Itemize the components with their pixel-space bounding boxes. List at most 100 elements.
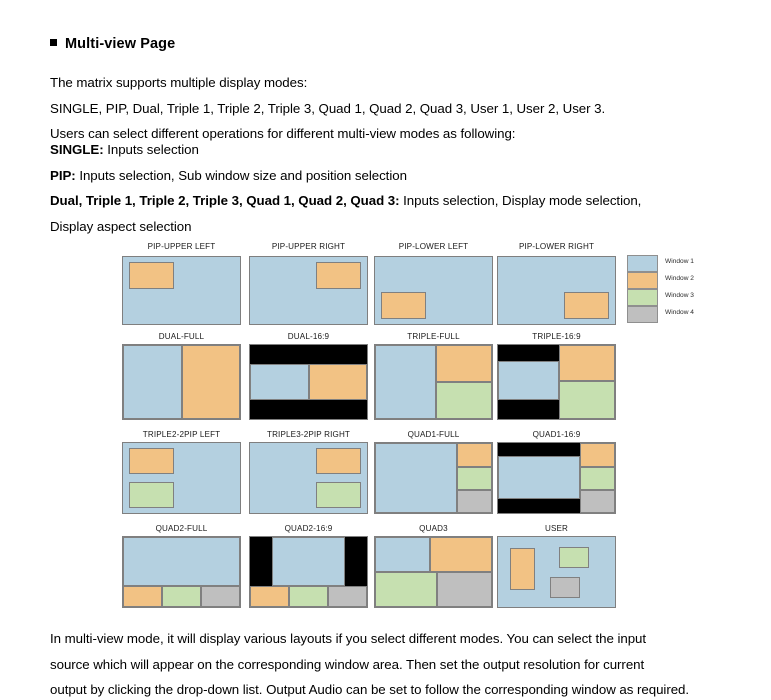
window3-region: [559, 547, 589, 568]
modes-paragraph: SINGLE: Inputs selection PIP: Inputs sel…: [50, 137, 750, 239]
layout-label-pip-lower-left: PIP-LOWER LEFT: [398, 242, 469, 251]
legend-swatch-window4: [627, 306, 658, 323]
layout-thumb-quad3[interactable]: [374, 536, 493, 608]
legend-swatch-window2: [627, 272, 658, 289]
mode-pip-label: PIP:: [50, 167, 76, 183]
intro-paragraph: The matrix supports multiple display mod…: [50, 70, 750, 147]
layout-thumb-pip-lower-left[interactable]: [374, 256, 493, 325]
mode-multi-line: Dual, Triple 1, Triple 2, Triple 3, Quad…: [50, 188, 750, 214]
layout-thumb-pip-lower-right[interactable]: [497, 256, 616, 325]
window2-region: [510, 548, 535, 590]
layout-label-quad1-full: QUAD1-FULL: [407, 430, 460, 439]
layout-label-quad2-full: QUAD2-FULL: [155, 524, 208, 533]
window1-region: [498, 361, 559, 400]
window4-region: [456, 489, 492, 513]
layout-label-pip-upper-left: PIP-UPPER LEFT: [147, 242, 216, 251]
window1-region: [375, 345, 436, 419]
window4-region: [437, 572, 492, 607]
window2-region: [381, 292, 426, 319]
window2-region: [579, 443, 615, 467]
layout-thumb-quad2-169[interactable]: [249, 536, 368, 608]
window2-region: [429, 537, 492, 572]
layout-thumb-triple-full[interactable]: [374, 344, 493, 420]
window2-region: [316, 448, 361, 474]
window3-region: [375, 572, 437, 607]
window2-region: [181, 345, 240, 419]
window3-region: [162, 586, 202, 607]
window2-region: [558, 345, 615, 381]
page-title-text: Multi-view Page: [65, 36, 176, 52]
intro-line-3: Users can select different operations fo…: [50, 126, 516, 141]
legend-label-window4: Window 4: [665, 309, 694, 316]
window2-region: [456, 443, 492, 467]
outro-line-3: output by clicking the drop-down list. O…: [50, 682, 690, 697]
outro-line-2: source which will appear on the correspo…: [50, 656, 645, 672]
window1-region: [250, 364, 309, 400]
layout-thumb-user[interactable]: [497, 536, 616, 608]
layout-label-triple2-2pip-left: TRIPLE2-2PIP LEFT: [142, 430, 221, 439]
legend-swatch-window3: [627, 289, 658, 306]
window1-region: [272, 537, 345, 586]
layout-thumb-dual-full[interactable]: [122, 344, 241, 420]
window3-region: [289, 586, 329, 607]
layout-label-pip-lower-right: PIP-LOWER RIGHT: [518, 242, 595, 251]
mode-multi-desc: Inputs selection, Display mode selection…: [399, 193, 642, 208]
layout-thumb-triple-169[interactable]: [497, 344, 616, 420]
layout-label-dual-169: DUAL-16:9: [287, 332, 330, 341]
layout-diagram: PIP-UPPER LEFT PIP-UPPER RIGHT PIP-LOWER…: [0, 236, 771, 621]
window2-region: [250, 586, 290, 607]
layout-label-triple-full: TRIPLE-FULL: [407, 332, 460, 341]
window2-region: [129, 262, 174, 289]
window4-region: [550, 577, 580, 598]
outro-paragraph: In multi-view mode, it will display vari…: [50, 626, 750, 700]
layout-thumb-triple3-2pip-right[interactable]: [249, 442, 368, 514]
window4-region: [579, 489, 615, 513]
page-title: Multi-view Page: [50, 36, 175, 52]
window2-region: [435, 345, 492, 382]
mode-pip-desc: Inputs selection, Sub window size and po…: [75, 167, 407, 183]
layout-label-user: USER: [544, 524, 569, 533]
layout-thumb-pip-upper-left[interactable]: [122, 256, 241, 325]
window3-region: [435, 382, 492, 419]
window3-region: [558, 380, 615, 419]
mode-single-desc: Inputs selection: [103, 142, 199, 157]
mode-pip-line: PIP: Inputs selection, Sub window size a…: [50, 163, 750, 189]
window2-region: [316, 262, 361, 289]
mode-multi-line-2: Display aspect selection: [50, 218, 192, 234]
layout-label-quad3: QUAD3: [419, 524, 448, 533]
window2-region: [564, 292, 609, 319]
legend-swatch-window1: [627, 255, 658, 272]
layout-label-dual-full: DUAL-FULL: [158, 332, 205, 341]
window1-region: [123, 537, 240, 586]
window1-region: [498, 455, 580, 499]
layout-label-triple-169: TRIPLE-16:9: [532, 332, 581, 341]
layout-thumb-quad1-full[interactable]: [374, 442, 493, 514]
layout-label-quad1-169: QUAD1-16:9: [532, 430, 581, 439]
legend-label-window1: Window 1: [665, 258, 694, 265]
window2-region: [123, 586, 163, 607]
outro-line-1: In multi-view mode, it will display vari…: [50, 631, 647, 646]
mode-single-line: SINGLE: Inputs selection: [50, 137, 750, 163]
layout-thumb-quad1-169[interactable]: [497, 442, 616, 514]
layout-label-triple3-2pip-right: TRIPLE3-2PIP RIGHT: [266, 430, 351, 439]
layout-label-quad2-169: QUAD2-16:9: [284, 524, 333, 533]
window4-region: [328, 586, 367, 607]
layout-thumb-triple2-2pip-left[interactable]: [122, 442, 241, 514]
layout-thumb-pip-upper-right[interactable]: [249, 256, 368, 325]
legend-label-window2: Window 2: [665, 275, 694, 282]
intro-line-2: SINGLE, PIP, Dual, Triple 1, Triple 2, T…: [50, 100, 606, 116]
window1-region: [375, 537, 430, 572]
window1-region: [123, 345, 182, 419]
mode-single-label: SINGLE:: [50, 142, 104, 157]
layout-label-pip-upper-right: PIP-UPPER RIGHT: [271, 242, 346, 251]
bullet-square-icon: [50, 39, 57, 46]
intro-line-1: The matrix supports multiple display mod…: [50, 75, 308, 90]
layout-thumb-quad2-full[interactable]: [122, 536, 241, 608]
layout-thumb-dual-169[interactable]: [249, 344, 368, 420]
mode-multi-label: Dual, Triple 1, Triple 2, Triple 3, Quad…: [50, 193, 400, 208]
window4-region: [201, 586, 240, 607]
window2-region: [308, 364, 367, 400]
window2-region: [129, 448, 174, 474]
window3-region: [579, 466, 615, 490]
